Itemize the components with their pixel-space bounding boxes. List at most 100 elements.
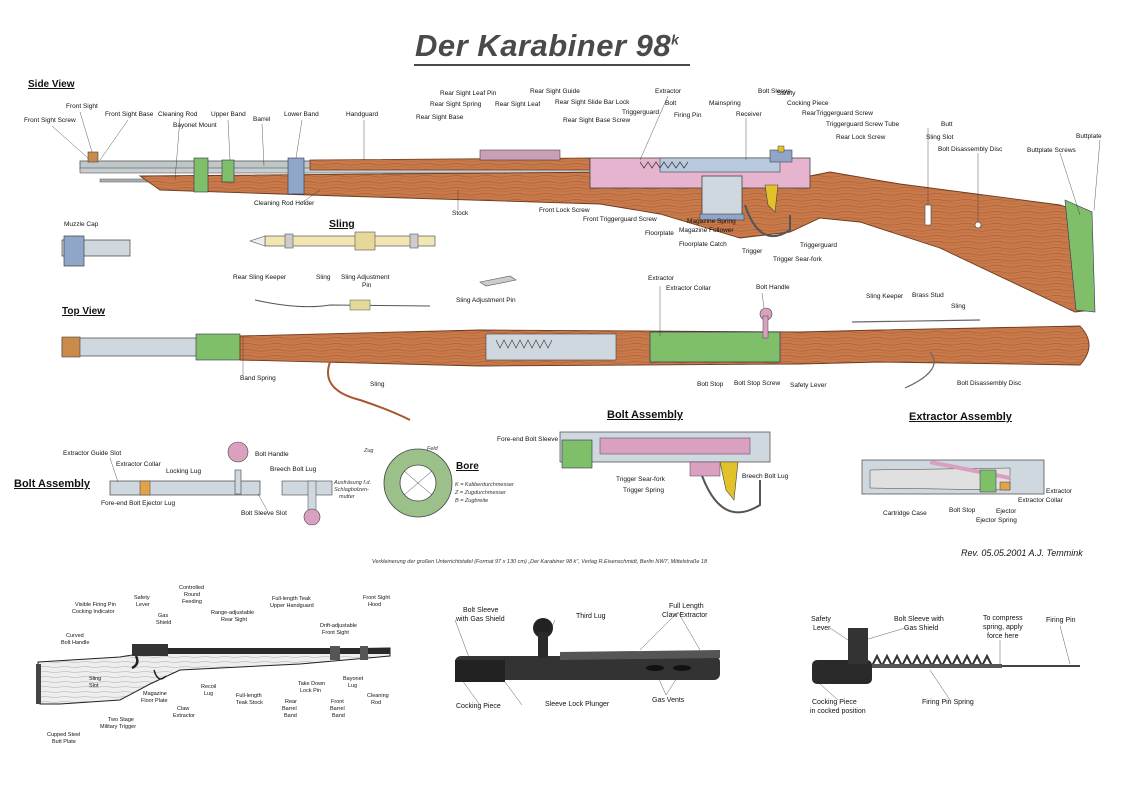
label-top-bolt-handle: Bolt Handle: [756, 284, 790, 291]
extractor-assembly-drawing: [861, 459, 1045, 495]
label-trigger: Trigger: [742, 248, 763, 255]
photo-label-curved-2: Bolt Handle: [61, 640, 90, 646]
photo-label-recoil-2: Lug: [204, 691, 214, 697]
label-band-spring: Band Spring: [240, 375, 276, 382]
label-top-sling: Sling: [951, 303, 966, 310]
photo-label-cupped-1: Cupped Steel: [47, 732, 81, 738]
label-triggerguard-screw-tube: Triggerguard Screw Tube: [826, 121, 900, 128]
photo-label-bayonet-2: Lug: [348, 683, 358, 689]
label-top-extractor-collar: Extractor Collar: [666, 285, 711, 292]
photo-label-front-band-3: Band: [332, 713, 345, 719]
photo-mid-third-lug: Third Lug: [576, 613, 606, 620]
label-sling-adjustment-pin-detail: Sling Adjustment Pin: [456, 297, 516, 304]
label-bolt-sleeve: Bolt Sleeve: [758, 88, 791, 95]
label-handguard: Handguard: [346, 111, 379, 118]
photo-right-safety-1: Safety: [811, 616, 831, 623]
photo-right-safety-2: Lever: [813, 625, 831, 632]
photo-label-front-band-1: Front: [331, 699, 344, 705]
label-top-brass-stud: Brass Stud: [912, 292, 944, 299]
photo-right-firing-pin: Firing Pin: [1046, 617, 1076, 624]
photo-label-mag-1: Magazine: [143, 691, 167, 697]
label-sling-slot: Sling Slot: [926, 134, 954, 141]
section-side-view: Side View: [28, 79, 75, 90]
label-muzzle-cap: Muzzle Cap: [64, 221, 99, 228]
photo-label-mag-2: Floor Plate: [141, 698, 168, 704]
photo-label-takedown-2: Lock Pin: [300, 688, 322, 694]
photo-label-range-2: Rear Sight: [221, 617, 247, 623]
label-butt: Butt: [941, 121, 953, 128]
label-ext-extractor: Extractor: [1046, 488, 1073, 495]
photo-label-cupped-2: Butt Plate: [52, 739, 76, 745]
photo-right-compress-3: force here: [987, 633, 1019, 640]
label-floorplate: Floorplate: [645, 230, 674, 237]
label-top-extractor: Extractor: [648, 275, 675, 282]
photo-label-cleaning-2: Rod: [371, 700, 382, 706]
section-sling: Sling: [329, 218, 355, 230]
photo-label-visible-firing-pin: Visible Firing Pin: [75, 602, 116, 608]
label-rear-sight-base-screw: Rear Sight Base Screw: [563, 117, 631, 124]
label-sling-adjustment-pin: Sling Adjustment: [341, 274, 390, 281]
label-bore-feld: Feld: [427, 446, 438, 452]
label-right-trigger-sear-fork: Trigger Sear-fork: [616, 476, 665, 483]
label-front-sight: Front Sight: [66, 103, 98, 110]
side-view-rifle: [79, 145, 1096, 313]
photo-mid-bolt-sleeve-2: with Gas Shield: [456, 616, 505, 623]
photo-firing-pin: [812, 628, 1080, 684]
photo-label-claw-2: Extractor: [173, 713, 196, 719]
bolt-assembly-left-drawing: [109, 441, 333, 526]
label-magazine-follower: Magazine Follower: [679, 227, 734, 234]
label-rear-sight-base: Rear Sight Base: [416, 114, 464, 121]
footer-credit: Verkleinerung der großen Unterrichtstafe…: [372, 559, 708, 565]
label-breech-bolt-lug-left: Breech Bolt Lug: [270, 466, 317, 473]
label-sling-adjustment-pin-2: Pin: [362, 282, 372, 289]
photo-right-firing-pin-spring: Firing Pin Spring: [922, 699, 974, 706]
label-top-bolt-stop-screw: Bolt Stop Screw: [734, 380, 781, 387]
label-safety: Safety: [777, 90, 796, 97]
label-bolt-sleeve-slot: Bolt Sleeve Slot: [241, 510, 287, 517]
photo-label-bayonet-1: Bayonet: [343, 676, 364, 682]
label-rear-lock-screw: Rear Lock Screw: [836, 134, 886, 141]
top-view-rifle: [61, 307, 1090, 421]
section-bolt-assembly-left: Bolt Assembly: [14, 478, 91, 490]
photo-right-bolt-sleeve-2: Gas Shield: [904, 625, 939, 632]
label-triggerguard: Triggerguard: [800, 242, 837, 249]
label-stock: Stock: [452, 210, 469, 217]
label-extractor-guide-slot: Extractor Guide Slot: [63, 450, 122, 457]
label-rear-sight-leaf-pin: Rear Sight Leaf Pin: [440, 90, 497, 97]
photo-mid-full-length-1: Full Length: [669, 603, 704, 610]
photo-right-bolt-sleeve-1: Bolt Sleeve with: [894, 616, 944, 623]
photo-bolt: [455, 618, 720, 682]
section-extractor-assembly: Extractor Assembly: [909, 411, 1012, 423]
label-top-sling-lower: Sling: [370, 381, 385, 388]
photo-label-sling-slot-2: Slot: [89, 683, 99, 689]
photo-label-recoil-1: Recoil: [201, 684, 217, 690]
photo-label-drift-2: Front Sight: [322, 630, 349, 636]
photo-right-compress-1: To compress: [983, 615, 1023, 622]
photo-label-safety-1: Safety: [134, 595, 150, 601]
photo-mid-bolt-sleeve-1: Bolt Sleeve: [463, 607, 499, 614]
label-bore-ausfrasung-1: Ausfräsung f.d.: [334, 480, 371, 486]
label-magazine-spring: Magazine Spring: [687, 218, 736, 225]
photo-label-controlled-3: Feeding: [182, 599, 202, 605]
photo-label-claw-1: Claw: [177, 706, 190, 712]
photo-label-safety-2: Lever: [136, 602, 150, 608]
label-bolt-handle-left: Bolt Handle: [255, 451, 289, 458]
label-rear-sight-guide: Rear Sight Guide: [530, 88, 580, 95]
label-rear-sling-keeper: Rear Sling Keeper: [233, 274, 287, 281]
label-buttplate-screws: Buttplate Screws: [1027, 147, 1076, 154]
label-cocking-piece: Cocking Piece: [787, 100, 829, 107]
title-underline: [414, 64, 690, 66]
photo-label-takedown-1: Take Down: [298, 681, 326, 687]
label-bore-zug: Zug: [364, 448, 374, 454]
photo-right-cocking-2: in cocked position: [810, 708, 866, 715]
label-bore-z: Z = Zugdurchmesser: [455, 490, 506, 496]
label-top-bolt-disassembly-disc: Bolt Disassembly Disc: [957, 380, 1022, 387]
label-mainspring: Mainspring: [709, 100, 741, 107]
label-front-sight-screw: Front Sight Screw: [24, 117, 76, 124]
photo-label-front-band-2: Barrel: [330, 706, 345, 712]
photo-label-twostage-1: Two Stage: [108, 717, 134, 723]
label-front-lock-screw: Front Lock Screw: [539, 207, 590, 214]
photo-rifle-full: [36, 644, 391, 705]
label-bore-ausfrasung-2: Schlagbolzen-: [334, 487, 369, 493]
